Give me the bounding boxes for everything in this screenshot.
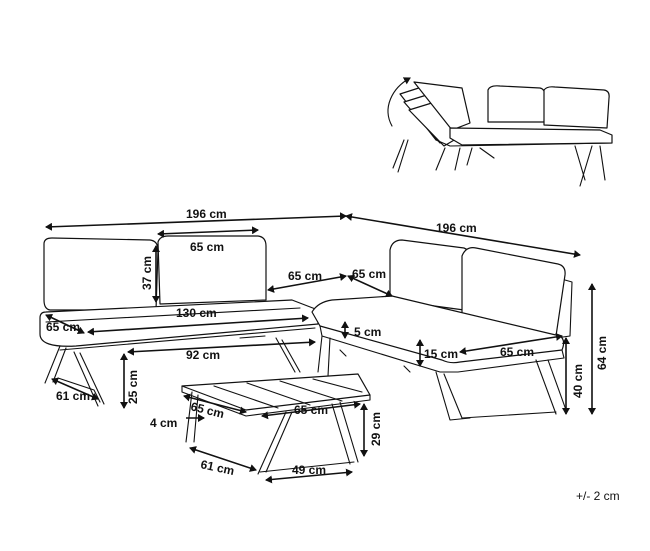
dim-top-left-width: 196 cm bbox=[186, 207, 227, 221]
dim-top-right-width: 196 cm bbox=[436, 221, 477, 235]
dim-left-back-height: 37 cm bbox=[140, 256, 154, 290]
dim-table-top-thickness: 4 cm bbox=[150, 416, 177, 430]
dim-left-seat-depth: 65 cm bbox=[46, 320, 80, 334]
dim-right-cushion-thickness: 5 cm bbox=[354, 325, 381, 339]
dimension-labels: 196 cm 196 cm 65 cm 37 cm 65 cm 65 cm 65… bbox=[46, 207, 609, 478]
dim-left-base-length: 92 cm bbox=[186, 348, 220, 362]
dim-right-seat-width: 65 cm bbox=[500, 345, 534, 359]
dim-left-leg-depth: 61 cm bbox=[56, 389, 90, 403]
dim-table-base-depth: 61 cm bbox=[199, 457, 235, 478]
recline-inset-illustration bbox=[387, 77, 613, 187]
dim-left-back-cushion-width: 65 cm bbox=[190, 240, 224, 254]
dim-table-base-width: 49 cm bbox=[292, 463, 326, 477]
dim-left-seat-height: 25 cm bbox=[126, 370, 140, 404]
dim-left-seat-length: 130 cm bbox=[176, 306, 217, 320]
dim-table-top-width: 65 cm bbox=[294, 403, 328, 417]
dim-total-height: 64 cm bbox=[595, 336, 609, 370]
dimension-arrows bbox=[45, 212, 596, 484]
dim-corner-gap-left: 65 cm bbox=[288, 269, 322, 283]
recline-arrow bbox=[387, 77, 411, 127]
dim-right-seat-height: 40 cm bbox=[571, 364, 585, 398]
dim-corner-gap-right: 65 cm bbox=[352, 267, 386, 281]
dim-right-seat-thickness: 15 cm bbox=[424, 347, 458, 361]
dim-table-height: 29 cm bbox=[369, 412, 383, 446]
tolerance-note: +/- 2 cm bbox=[576, 489, 620, 503]
